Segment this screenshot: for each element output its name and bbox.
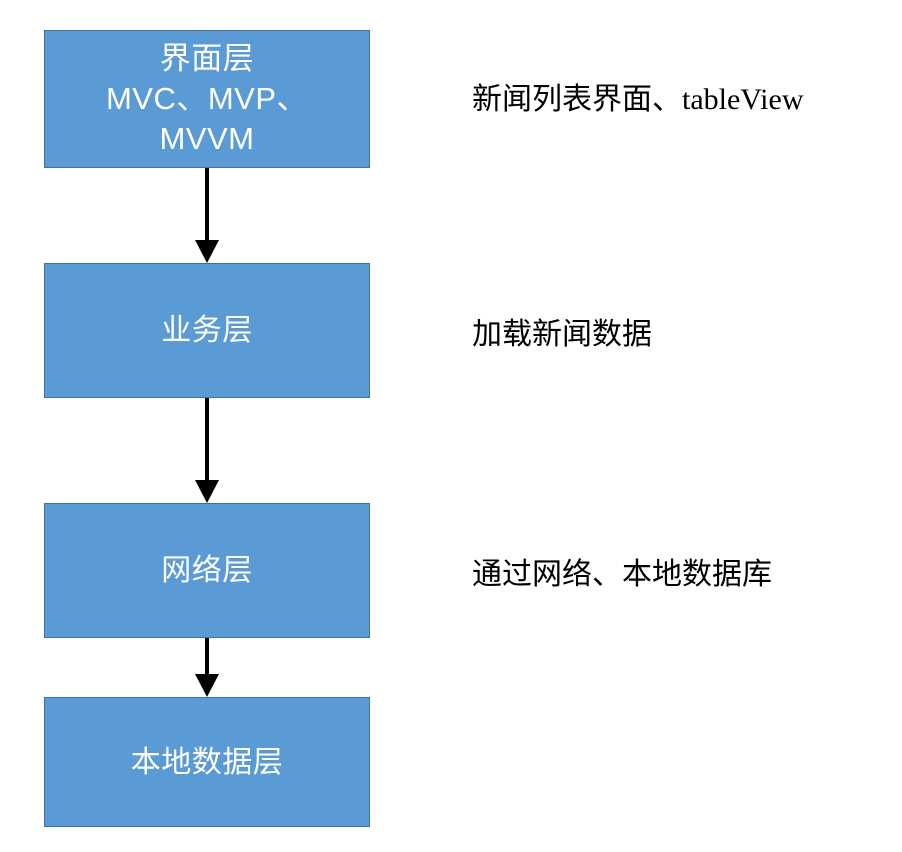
node-ui-layer-label: 界面层 MVC、MVP、 MVVM: [105, 40, 309, 157]
node-network-layer-label: 网络层: [161, 554, 253, 587]
connector-ui-to-business: [195, 168, 219, 263]
note-business-layer: 加载新闻数据: [472, 318, 652, 351]
node-ui-layer[interactable]: 界面层 MVC、MVP、 MVVM: [44, 30, 370, 168]
node-local-data-layer-label: 本地数据层: [130, 745, 284, 779]
node-local-data-layer[interactable]: 本地数据层: [44, 697, 370, 827]
note-network-layer: 通过网络、本地数据库: [472, 558, 772, 591]
note-ui-layer: 新闻列表界面、tableView: [472, 83, 804, 116]
node-network-layer[interactable]: 网络层: [44, 503, 370, 638]
node-business-layer[interactable]: 业务层: [44, 263, 370, 398]
connector-network-to-localdata: [195, 638, 219, 697]
connector-business-to-network: [195, 398, 219, 503]
node-business-layer-label: 业务层: [161, 314, 253, 347]
